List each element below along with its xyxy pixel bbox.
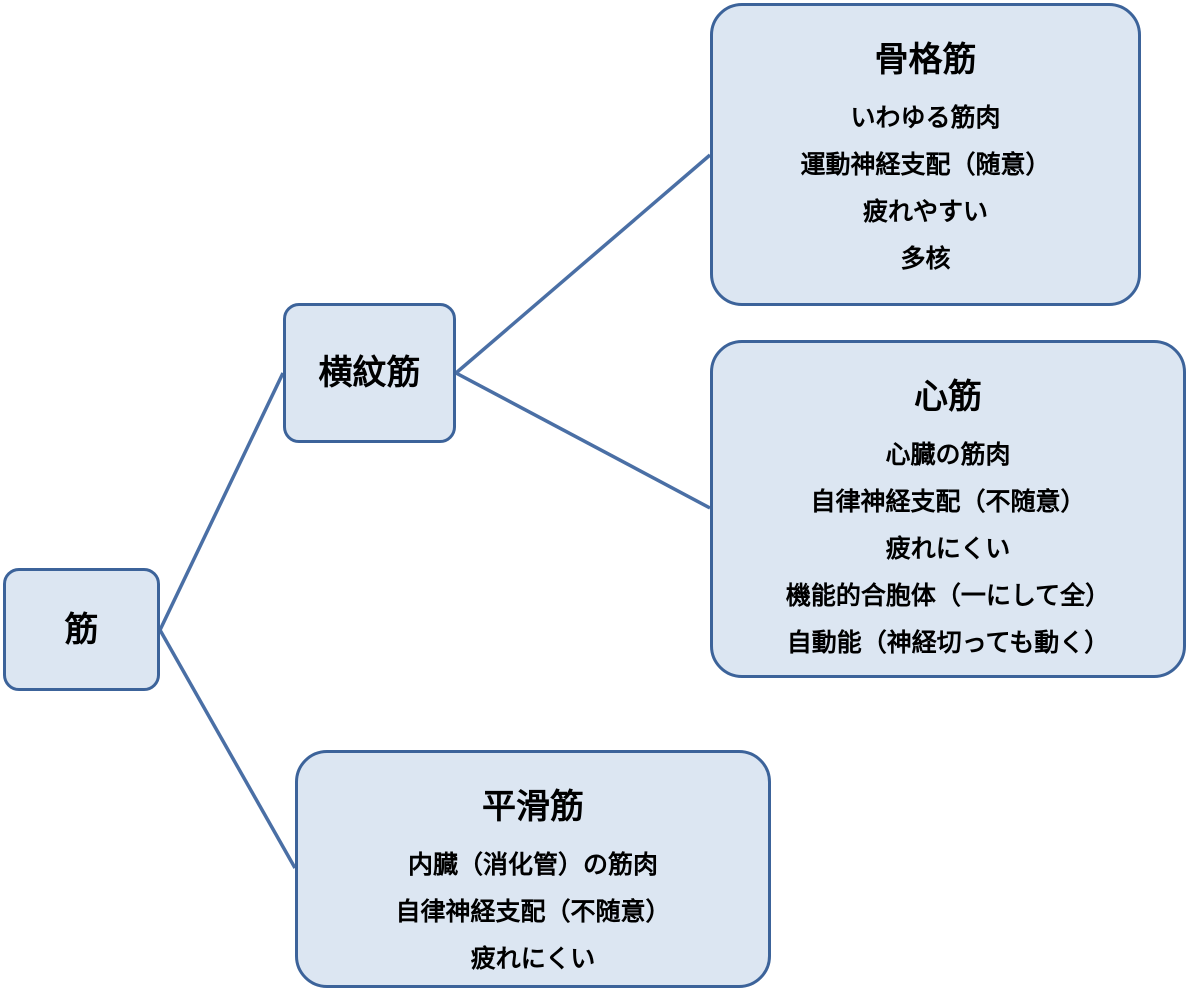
- striated-muscle-title: 横紋筋: [318, 353, 421, 393]
- cardiac-muscle-line: 心臓の筋肉: [885, 440, 1011, 469]
- smooth-muscle-line: 自律神経支配（不随意）: [395, 897, 671, 926]
- smooth-muscle-title: 平滑筋: [482, 787, 584, 827]
- connector-root-striated: [158, 372, 285, 631]
- smooth-muscle-node: 平滑筋 内臓（消化管）の筋肉 自律神経支配（不随意） 疲れにくい: [295, 750, 771, 988]
- skeletal-muscle-line: 運動神経支配（随意）: [800, 150, 1051, 179]
- smooth-muscle-line: 疲れにくい: [470, 944, 596, 973]
- connector-striated-skeletal: [454, 153, 712, 375]
- cardiac-muscle-line: 自動能（神経切っても動く）: [786, 628, 1110, 657]
- skeletal-muscle-title: 骨格筋: [874, 40, 977, 80]
- root-node-muscle: 筋: [3, 568, 160, 691]
- cardiac-muscle-line: 疲れにくい: [885, 534, 1011, 563]
- cardiac-muscle-node: 心筋 心臓の筋肉 自律神経支配（不随意） 疲れにくい 機能的合胞体（一にして全）…: [710, 340, 1186, 678]
- skeletal-muscle-line: 多核: [900, 244, 951, 273]
- striated-muscle-node: 横紋筋: [283, 303, 456, 443]
- skeletal-muscle-line: 疲れやすい: [862, 197, 988, 226]
- connector-root-smooth: [158, 629, 297, 869]
- cardiac-muscle-line: 自律神経支配（不随意）: [810, 487, 1086, 516]
- root-node-title: 筋: [64, 609, 99, 650]
- skeletal-muscle-node: 骨格筋 いわゆる筋肉 運動神経支配（随意） 疲れやすい 多核: [710, 3, 1141, 306]
- cardiac-muscle-line: 機能的合胞体（一にして全）: [785, 581, 1111, 610]
- cardiac-muscle-title: 心筋: [914, 377, 982, 417]
- smooth-muscle-line: 内臓（消化管）の筋肉: [407, 850, 658, 879]
- skeletal-muscle-line: いわゆる筋肉: [850, 103, 1001, 132]
- connector-striated-cardiac: [455, 371, 711, 510]
